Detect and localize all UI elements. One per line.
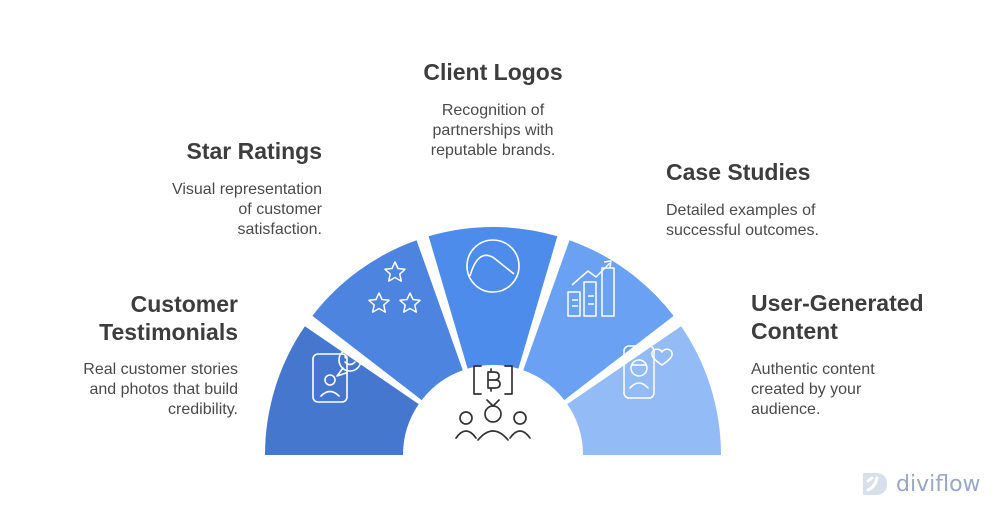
- desc-star-ratings: Visual representation of customer satisf…: [172, 180, 322, 240]
- segment-star-ratings: [312, 240, 463, 401]
- segment-user-generated-content: [567, 326, 721, 455]
- desc-line: Authentic content: [751, 361, 875, 378]
- desc-line: reputable brands.: [430, 142, 556, 159]
- title-case-studies: Case Studies: [666, 158, 810, 186]
- brand: diviflow: [860, 470, 981, 498]
- desc-case-studies: Detailed examples of successful outcomes…: [666, 201, 819, 241]
- segment-customer-testimonials: [265, 326, 419, 455]
- desc-line: created by your: [751, 381, 862, 398]
- brand-name: diviflow: [896, 471, 981, 497]
- desc-line: Real customer stories: [83, 361, 238, 378]
- desc-line: Visual representation: [171, 181, 322, 198]
- title-line: Testimonials: [99, 319, 238, 345]
- segment-case-studies: [523, 240, 674, 401]
- title-line: Content: [751, 318, 838, 344]
- stars-icon: [368, 261, 421, 313]
- desc-line: of customer: [238, 201, 322, 218]
- title-line: Customer: [130, 291, 238, 317]
- desc-line: Detailed examples of: [666, 202, 816, 219]
- title-customer-testimonials: Customer Testimonials: [99, 290, 238, 346]
- title-user-generated-content: User-Generated Content: [751, 289, 924, 345]
- title-line: User-Generated: [751, 290, 924, 316]
- desc-line: audience.: [751, 401, 821, 418]
- desc-client-logos: Recognition of partnerships with reputab…: [393, 101, 593, 161]
- logo-circle-icon: [466, 239, 520, 293]
- desc-line: successful outcomes.: [666, 222, 819, 239]
- desc-customer-testimonials: Real customer stories and photos that bu…: [83, 360, 238, 420]
- desc-line: and photos that build: [89, 381, 238, 398]
- bar-chart-growth-icon: [567, 260, 615, 317]
- desc-line: credibility.: [168, 401, 238, 418]
- title-line: Case Studies: [666, 159, 811, 185]
- phone-heart-icon: [623, 345, 673, 399]
- title-star-ratings: Star Ratings: [187, 137, 322, 165]
- testimonial-phone-icon: [312, 348, 362, 403]
- title-line: Client Logos: [423, 59, 563, 85]
- title-line: Star Ratings: [186, 138, 322, 164]
- desc-line: Recognition of: [441, 102, 545, 119]
- diviflow-logo-icon: [863, 473, 887, 495]
- desc-line: partnerships with: [432, 122, 554, 139]
- bitcoin-community-icon: [455, 365, 531, 441]
- segment-client-logos: [428, 227, 558, 369]
- desc-line: satisfaction.: [237, 221, 322, 238]
- title-client-logos: Client Logos: [393, 58, 593, 86]
- desc-user-generated-content: Authentic content created by your audien…: [751, 360, 875, 420]
